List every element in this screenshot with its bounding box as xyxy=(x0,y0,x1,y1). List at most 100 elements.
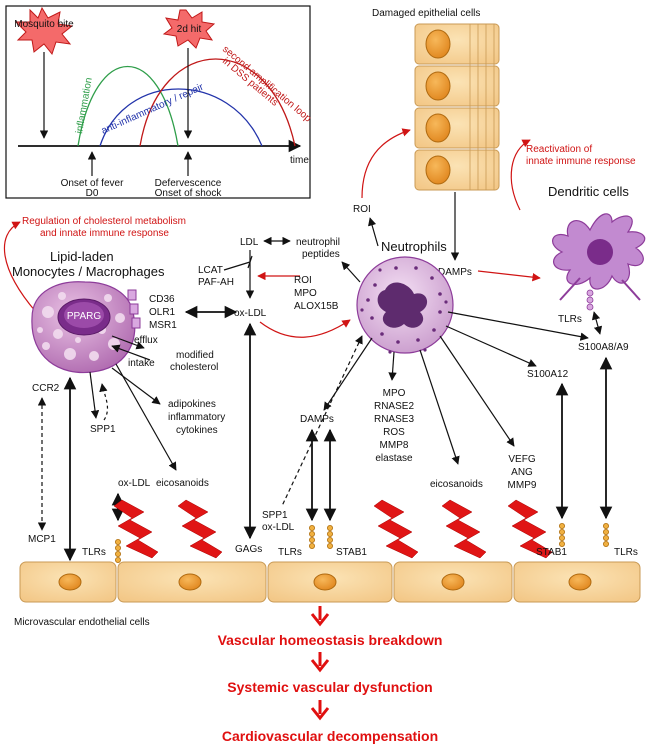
olr1-label: OLR1 xyxy=(149,307,176,318)
macrophage-cell: PPARG xyxy=(31,281,141,374)
bolt-3 xyxy=(373,499,419,559)
lcat-label: LCAT xyxy=(198,265,223,276)
neutrophil-spp1-arrow xyxy=(281,335,363,507)
dendritic-title: Dendritic cells xyxy=(548,184,629,199)
cd36-label: CD36 xyxy=(149,294,175,305)
fever-label-2: D0 xyxy=(86,188,99,199)
spp1-label: SPP1 xyxy=(90,424,116,435)
tlrs-3-label: TLRs xyxy=(614,547,638,558)
fever-label-1: Onset of fever xyxy=(61,178,124,189)
eicosanoids-left-label: eicosanoids xyxy=(156,478,209,489)
mosquito-bite-burst: Mosquito bite xyxy=(14,6,74,56)
neutrophil-eicosanoid-arrow xyxy=(419,349,460,465)
tlr-receptor-1 xyxy=(115,539,122,564)
inflammation-curve xyxy=(77,66,179,147)
regulation-label-2: and innate immune response xyxy=(40,228,169,239)
modified-label-1: modified xyxy=(176,350,214,361)
neutrophil-peptides-2: peptides xyxy=(302,249,340,260)
neutrophil-peptides-1: neutrophil xyxy=(296,237,340,248)
outcome-3: Cardiovascular decompensation xyxy=(222,728,438,744)
receptor-stalks xyxy=(115,523,610,564)
spp1-arrow xyxy=(89,371,100,419)
second-hit-label: 2d hit xyxy=(177,24,202,35)
bolt-1 xyxy=(113,499,159,559)
damps-to-dc-arrow xyxy=(477,270,541,282)
roi-neutrophil-link xyxy=(368,217,379,247)
mosquito-label: Mosquito bite xyxy=(14,19,74,30)
alox-label: ALOX15B xyxy=(294,301,339,312)
oxldl-lower-label: ox-LDL xyxy=(262,522,295,533)
lcat-inhibit-bar xyxy=(247,255,253,269)
vefg-item: ANG xyxy=(511,467,533,478)
mediator-item: MPO xyxy=(383,388,406,399)
mcp1-label: MCP1 xyxy=(28,534,56,545)
dc-tlrs-label: TLRs xyxy=(558,314,582,325)
time-label: time xyxy=(290,155,309,166)
adipokine-arrow xyxy=(111,367,161,405)
vefg-item: MMP9 xyxy=(508,480,537,491)
reactivation-label-2: innate immune response xyxy=(526,156,636,167)
damps-top-label: DAMPs xyxy=(438,267,472,278)
reactivation-arrow xyxy=(510,139,531,211)
lipid-title-2: Monocytes / Macrophages xyxy=(12,264,165,279)
neutrophil-cell xyxy=(356,256,454,354)
mpo-label: MPO xyxy=(294,288,317,299)
tlrs-2-label: TLRs xyxy=(278,547,302,558)
outcome-2: Systemic vascular dysfunction xyxy=(227,679,432,695)
endothelial-cell-row xyxy=(19,561,641,603)
mediator-item: RNASE2 xyxy=(374,401,414,412)
oxldl-mid-label: ox-LDL xyxy=(234,308,267,319)
ccr2-label: CCR2 xyxy=(32,383,60,394)
defervescence-label-1: Defervescence xyxy=(155,178,222,189)
neutrophil-vefg-arrow xyxy=(439,335,515,447)
lcat-inhibit-line xyxy=(223,261,251,271)
reactivation-label-1: Reactivation of xyxy=(526,144,592,155)
tlrs-1-label: TLRs xyxy=(82,547,106,558)
damage-bolts xyxy=(113,499,553,559)
adipokines-label: adipokines xyxy=(168,399,216,410)
dendritic-cell xyxy=(552,213,646,311)
bolt-5 xyxy=(507,499,553,559)
spp1-lower-label: SPP1 xyxy=(262,510,288,521)
damaged-epithelial-title: Damaged epithelial cells xyxy=(372,8,480,19)
efflux-label: efflux xyxy=(134,335,158,346)
tlr-receptor-3 xyxy=(603,523,610,548)
tlr-receptor-2 xyxy=(308,525,315,550)
cytokines-label: cytokines xyxy=(176,425,218,436)
neutrophils-title: Neutrophils xyxy=(381,239,447,254)
roi-top-label: ROI xyxy=(353,204,371,215)
mediator-item: MMP8 xyxy=(380,440,409,451)
anti-inflammatory-curve xyxy=(99,88,263,147)
intake-arrow xyxy=(111,344,151,361)
eicosanoids-mid-label: eicosanoids xyxy=(430,479,483,490)
regulation-label-1: Regulation of cholesterol metabolism xyxy=(22,216,186,227)
vefg-item: VEFG xyxy=(508,454,535,465)
msr1-label: MSR1 xyxy=(149,320,177,331)
paf-label: PAF-AH xyxy=(198,277,234,288)
neutrophil-damps-low-arrow xyxy=(323,337,373,411)
mediator-list: MPO RNASE2 RNASE3 ROS MMP8 elastase xyxy=(374,388,414,464)
spp1-feedback-arrow xyxy=(99,383,109,421)
bolt-2 xyxy=(177,499,223,559)
damps-low-label: DAMPs xyxy=(300,414,334,425)
gags-label: GAGs xyxy=(235,544,262,555)
ldl-label: LDL xyxy=(240,237,259,248)
mediator-item: ROS xyxy=(383,427,405,438)
roi-to-epithelium-arrow xyxy=(361,128,411,199)
intake-label: intake xyxy=(128,358,155,369)
epithelial-cell-stack xyxy=(414,23,500,191)
efflux-arrow xyxy=(111,335,145,350)
neutrophil-mediators-arrow xyxy=(388,351,397,381)
stab1-b-label: STAB1 xyxy=(536,547,567,558)
neutrophil-s100a12-arrow xyxy=(445,325,537,367)
dc-s100-arrow xyxy=(591,311,603,335)
roi-label: ROI xyxy=(294,275,312,286)
stab1-a-label: STAB1 xyxy=(336,547,367,558)
oxldl-low-label: ox-LDL xyxy=(118,478,151,489)
defervescence-label-2: Onset of shock xyxy=(155,188,223,199)
s100a8-label: S100A8/A9 xyxy=(578,342,629,353)
mediator-item: elastase xyxy=(375,453,413,464)
bolt-4 xyxy=(441,499,487,559)
outcome-cascade: Vascular homeostasis breakdown Systemic … xyxy=(218,606,442,744)
